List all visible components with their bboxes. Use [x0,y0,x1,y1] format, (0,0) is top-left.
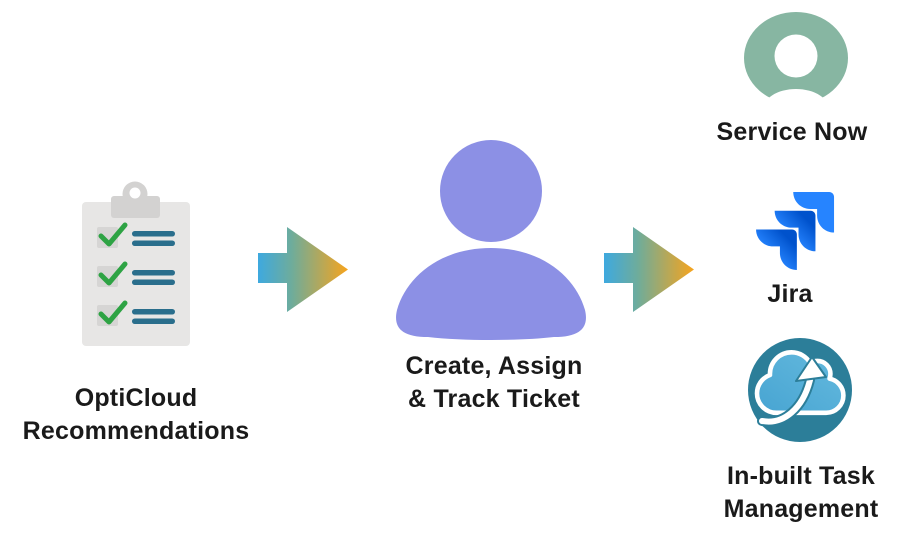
task-management-cloud-icon [748,338,852,442]
in-built-task-management-label: In-built Task Management [701,460,901,526]
label-line: & Track Ticket [408,385,580,413]
opticloud-recommendations-label: OptiCloud Recommendations [0,382,272,448]
servicenow-logo-icon [744,12,848,104]
flow-arrow-1-icon [258,227,348,312]
service-now-label: Service Now [692,116,892,149]
label-line: OptiCloud [74,384,198,412]
label-line: Recommendations [22,417,250,445]
flow-arrow-2-icon [604,227,694,312]
checklist-clipboard-icon [82,181,190,346]
label-line: In-built Task [727,462,875,490]
create-assign-track-ticket-label: Create, Assign & Track Ticket [379,350,609,416]
person-icon [396,140,586,340]
label-line: Management [723,495,879,523]
label-line: Jira [767,280,813,308]
jira-logo-icon [756,192,835,270]
jira-label: Jira [690,278,890,311]
label-line: Create, Assign [405,352,583,380]
label-line: Service Now [716,118,868,146]
